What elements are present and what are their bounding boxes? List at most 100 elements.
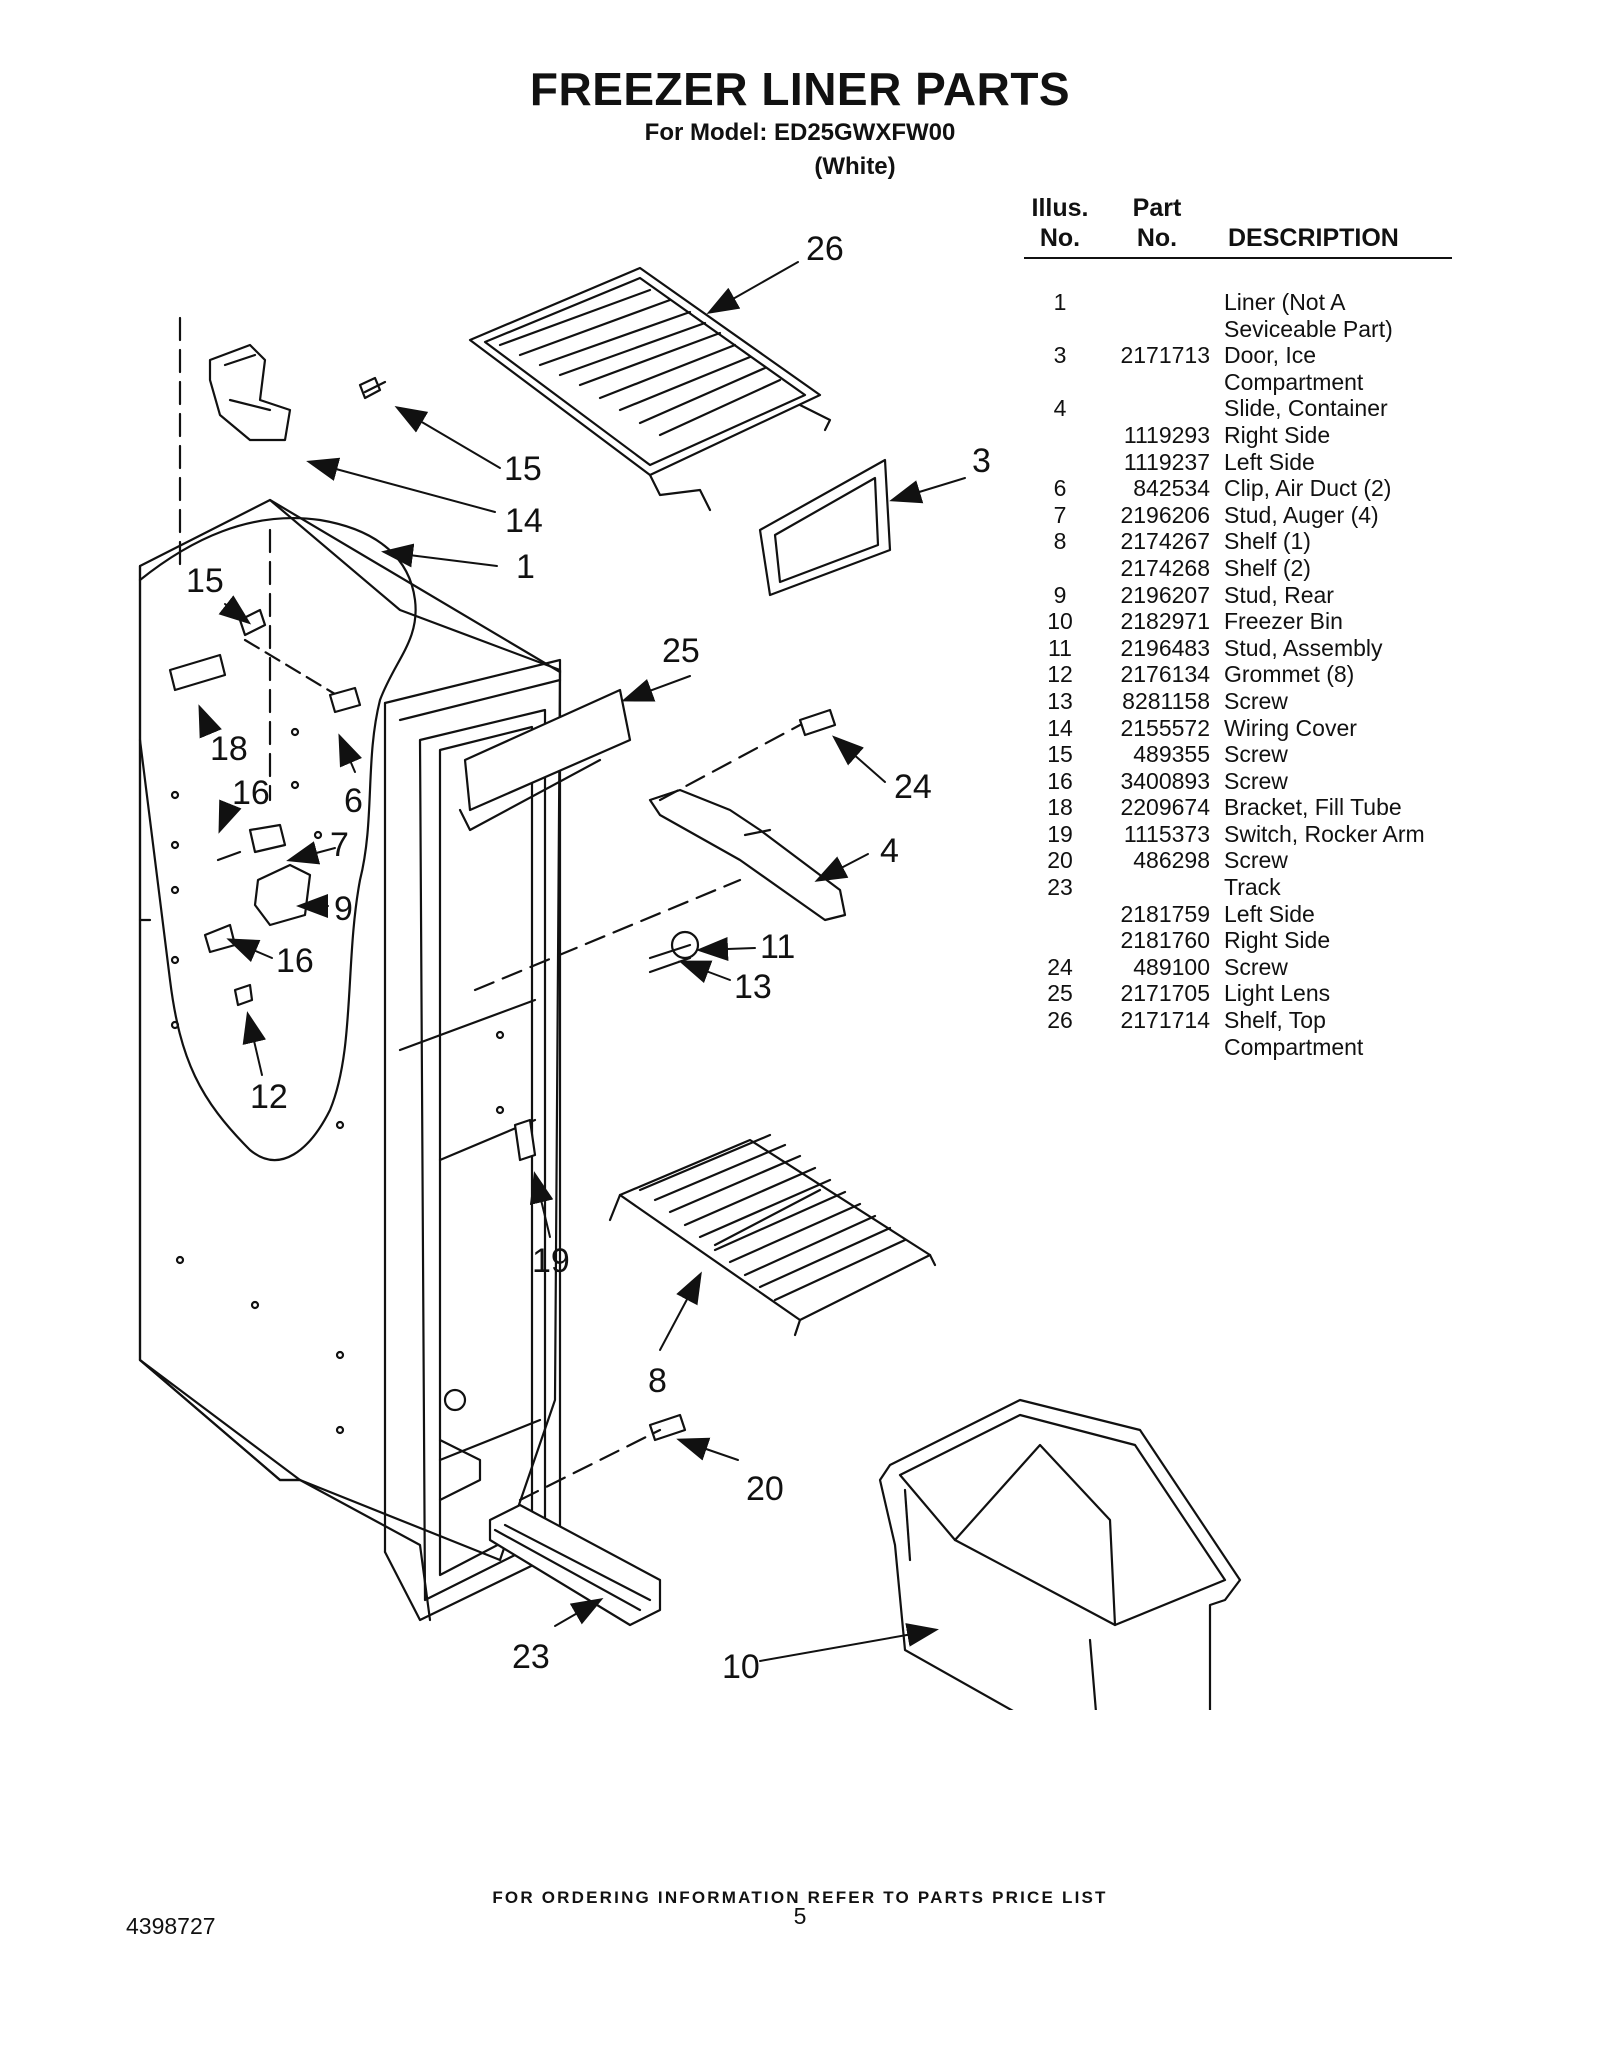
cell-illus-no bbox=[1024, 449, 1096, 476]
page-number: 5 bbox=[793, 1903, 807, 1929]
callout-7: 7 bbox=[330, 826, 349, 864]
table-row: Compartment bbox=[1024, 1034, 1452, 1061]
cell-illus-no: 18 bbox=[1047, 794, 1073, 821]
cell-illus-no: 16 bbox=[1047, 767, 1073, 794]
cell-description: Left Side bbox=[1224, 900, 1315, 927]
cell-description: Compartment bbox=[1224, 1033, 1364, 1060]
model-subtitle: For Model: ED25GWXFW00 (White) bbox=[0, 116, 1600, 184]
cell-part-no: 2196206 bbox=[1120, 501, 1210, 528]
cell-part-no: 2181759 bbox=[1120, 900, 1210, 927]
cell-illus-no: 15 bbox=[1047, 741, 1073, 768]
cell-part-no: 2174267 bbox=[1120, 528, 1210, 555]
cell-illus-no: 10 bbox=[1047, 608, 1073, 635]
cell-illus-no bbox=[1024, 369, 1096, 396]
light-lens bbox=[458, 688, 632, 832]
cell-illus-no: 3 bbox=[1053, 342, 1067, 369]
cell-illus-no bbox=[1024, 555, 1096, 582]
callout-23: 23 bbox=[512, 1638, 550, 1676]
cell-illus-no: 25 bbox=[1047, 980, 1073, 1007]
table-row: 9 2196207 Stud, Rear bbox=[1024, 582, 1452, 609]
cell-part-no: 2171705 bbox=[1120, 980, 1210, 1007]
table-row: 20 486298 Screw bbox=[1024, 847, 1452, 874]
callout-numbers: 26 3 15 14 1 15 25 18 16 6 24 7 4 9 16 1… bbox=[186, 230, 991, 1686]
cell-description: Screw bbox=[1224, 953, 1288, 980]
cell-illus-no bbox=[1024, 927, 1096, 954]
header-illus-no: Illus.No. bbox=[1024, 193, 1096, 259]
cell-description: Left Side bbox=[1224, 448, 1315, 475]
cell-part-no: 2171713 bbox=[1120, 342, 1210, 369]
callout-3: 3 bbox=[972, 442, 991, 480]
cell-description: Shelf (1) bbox=[1224, 528, 1311, 555]
cell-part-no: 3400893 bbox=[1120, 767, 1210, 794]
cell-illus-no: 23 bbox=[1047, 874, 1073, 901]
cell-part-no: 2155572 bbox=[1120, 714, 1210, 741]
cell-description: Switch, Rocker Arm bbox=[1224, 820, 1425, 847]
wire-shelf bbox=[608, 1133, 937, 1337]
callout-20: 20 bbox=[746, 1470, 784, 1508]
cell-part-no bbox=[1096, 289, 1224, 316]
top-shelf bbox=[468, 266, 832, 512]
cell-part-no: 489355 bbox=[1133, 741, 1210, 768]
cell-part-no: 2176134 bbox=[1120, 661, 1210, 688]
table-row: 1 Liner (Not A bbox=[1024, 289, 1452, 316]
cell-illus-no: 20 bbox=[1047, 847, 1073, 874]
cell-description: Liner (Not A bbox=[1224, 289, 1346, 315]
callout-10: 10 bbox=[722, 1648, 760, 1686]
cell-description: Light Lens bbox=[1224, 980, 1331, 1007]
callout-8: 8 bbox=[648, 1362, 667, 1400]
cell-description: Track bbox=[1224, 874, 1281, 901]
callout-1: 1 bbox=[516, 548, 535, 586]
cell-description: Stud, Auger (4) bbox=[1224, 501, 1379, 528]
cell-part-no bbox=[1096, 316, 1224, 343]
cell-illus-no: 26 bbox=[1047, 1007, 1073, 1034]
table-row: 23 Track bbox=[1024, 874, 1452, 901]
leader-lines bbox=[198, 261, 966, 1662]
cell-description: Stud, Rear bbox=[1224, 581, 1334, 608]
cell-illus-no: 8 bbox=[1053, 528, 1067, 555]
table-row: 2181759 Left Side bbox=[1024, 901, 1452, 928]
track bbox=[488, 1503, 662, 1627]
callout-24: 24 bbox=[894, 768, 932, 806]
page-title: FREEZER LINER PARTS bbox=[529, 63, 1071, 115]
ordering-info-note: FOR ORDERING INFORMATION REFER TO PARTS … bbox=[492, 1888, 1108, 1907]
callout-19: 19 bbox=[532, 1242, 570, 1280]
cell-part-no bbox=[1096, 874, 1224, 901]
cell-part-no: 8281158 bbox=[1122, 687, 1210, 714]
cell-part-no: 1119237 bbox=[1123, 448, 1210, 475]
cell-description: Screw bbox=[1224, 847, 1288, 874]
cell-illus-no bbox=[1024, 1034, 1096, 1061]
ice-compartment-door bbox=[758, 458, 892, 597]
callout-25: 25 bbox=[662, 632, 700, 670]
exploded-parts-diagram: 26 3 15 14 1 15 25 18 16 6 24 7 4 9 16 1… bbox=[138, 230, 1242, 1710]
callout-18: 18 bbox=[210, 730, 248, 768]
callout-12: 12 bbox=[250, 1078, 288, 1116]
cell-part-no: 2196207 bbox=[1120, 581, 1210, 608]
cell-part-no bbox=[1096, 369, 1224, 396]
table-row: 1119237 Left Side bbox=[1024, 449, 1452, 476]
callout-15: 15 bbox=[504, 450, 542, 488]
cell-illus-no: 7 bbox=[1053, 501, 1067, 528]
freezer-bin bbox=[878, 1398, 1242, 1710]
callout-16: 16 bbox=[232, 774, 270, 812]
cell-description: Seviceable Part) bbox=[1224, 315, 1393, 342]
cell-description: Freezer Bin bbox=[1224, 608, 1343, 635]
cell-illus-no: 1 bbox=[1053, 289, 1067, 315]
cell-illus-no: 9 bbox=[1053, 581, 1067, 608]
cell-illus-no bbox=[1024, 316, 1096, 343]
cell-description: Compartment bbox=[1224, 368, 1364, 395]
cell-part-no: 486298 bbox=[1133, 847, 1210, 874]
cell-description: Slide, Container bbox=[1224, 395, 1388, 422]
callout-11: 11 bbox=[760, 928, 795, 966]
callout-15: 15 bbox=[186, 562, 224, 600]
document-number: 4398727 bbox=[126, 1913, 216, 1939]
